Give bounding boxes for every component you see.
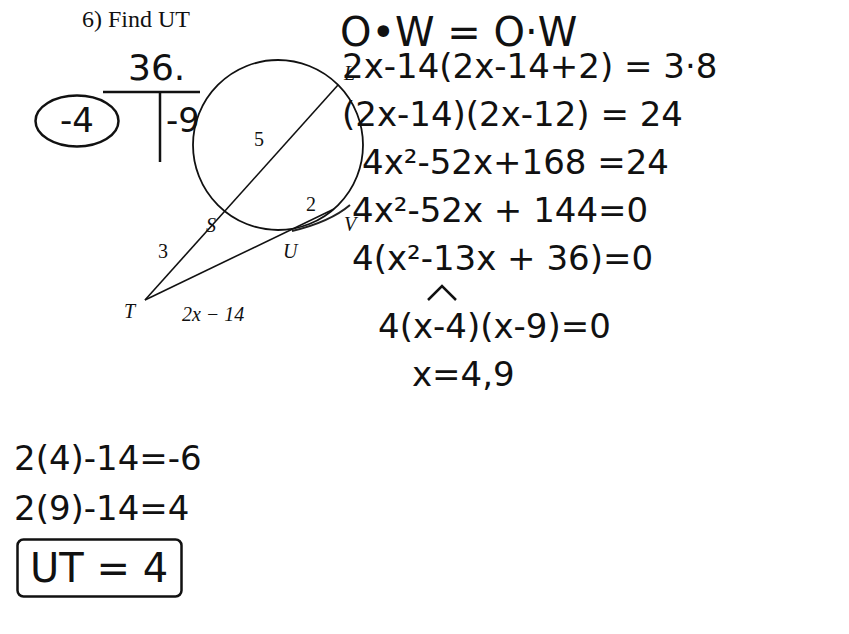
t-chart-line [159, 92, 162, 162]
node-text: -4 [60, 102, 146, 139]
point-label: U [283, 240, 297, 262]
factor-number: 36. [128, 48, 185, 88]
factor-number: -9 [166, 102, 200, 139]
length-label: 3 [158, 240, 168, 262]
work-step: 2x-14(2x-14+2) = 3·8 [342, 48, 717, 85]
length-label: 2x − 14 [182, 303, 244, 325]
length-label: 2 [306, 193, 316, 215]
secant-line [145, 209, 334, 300]
work-step: 4(x²-13x + 36)=0 [352, 240, 653, 277]
pen-mark [292, 205, 350, 231]
t-chart-line [103, 91, 200, 94]
work-step: (2x-14)(2x-12) = 24 [342, 96, 683, 133]
point-label: T [124, 300, 135, 322]
length-label: 5 [254, 128, 264, 150]
work-step: 4x²-52x+168 =24 [362, 144, 669, 181]
caret-mark [428, 286, 456, 300]
check-step: 2(4)-14=-6 [14, 440, 202, 477]
answer-box: UT = 4 [16, 538, 183, 598]
work-step: 4x²-52x + 144=0 [352, 192, 648, 229]
question-title: 6) Find UT [82, 6, 190, 32]
work-step: 4(x-4)(x-9)=0 [378, 308, 611, 345]
point-label: S [206, 214, 216, 236]
check-step: 2(9)-14=4 [14, 490, 189, 527]
node-text: UT = 4 [30, 546, 197, 590]
circled-factor: -4 [34, 94, 120, 148]
work-step: x=4,9 [412, 356, 515, 393]
secant-line [145, 85, 338, 300]
